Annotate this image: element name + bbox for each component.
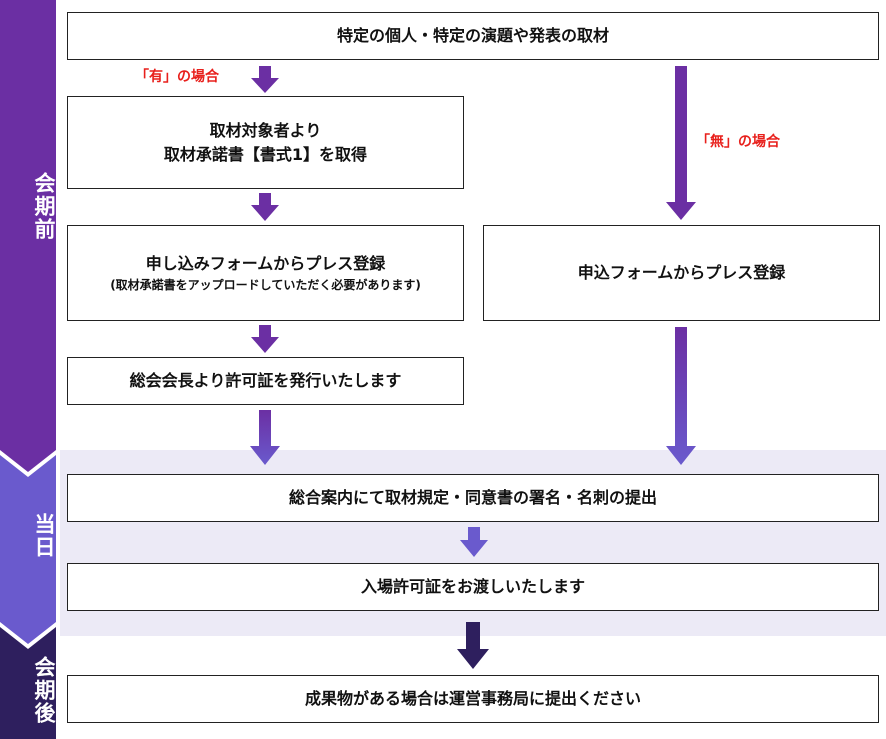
register-sub-text: (取材承諾書をアップロードしていただく必要があります)	[110, 278, 421, 292]
reception-box: 総合案内にて取材規定・同意書の署名・名刺の提出	[67, 474, 879, 522]
consent-box: 取材対象者より 取材承諾書【書式1】を取得	[67, 96, 464, 189]
arrow-top-to-consent	[251, 66, 279, 93]
register-main-text: 申し込みフォームからプレス登録	[145, 254, 386, 273]
arrow-top-to-right-register	[666, 66, 696, 220]
consent-line-1: 取材対象者より	[209, 120, 322, 140]
after-submission-box: 成果物がある場合は運営事務局に提出ください	[67, 675, 879, 723]
arrow-reception-to-admission	[460, 527, 488, 557]
phase-label-after: 会期後	[32, 656, 56, 725]
consent-line-2: 取材承諾書【書式1】を取得	[163, 144, 368, 164]
top-box: 特定の個人・特定の演題や発表の取材	[67, 12, 879, 60]
arrow-right-register-to-reception	[666, 327, 696, 465]
phase-after-shape	[0, 627, 56, 739]
condition-no-note: 「無」の場合	[696, 134, 780, 150]
register-with-consent-box: 申し込みフォームからプレス登録 (取材承諾書をアップロードしていただく必要があり…	[67, 225, 464, 321]
phase-bar	[0, 0, 56, 739]
phase-label-before: 会期前	[32, 172, 56, 241]
register-without-consent-box: 申込フォームからプレス登録	[483, 225, 880, 321]
arrow-admission-to-after	[457, 622, 489, 669]
admission-box: 入場許可証をお渡しいたします	[67, 563, 879, 611]
permit-box: 総会会長より許可証を発行いたします	[67, 357, 464, 405]
phase-day-shape	[0, 455, 56, 644]
phase-before-shape	[0, 0, 56, 472]
arrow-permit-to-reception	[250, 410, 280, 465]
phase-label-day: 当日	[32, 513, 56, 559]
arrow-consent-to-register	[251, 193, 279, 221]
condition-yes-note: 「有」の場合	[135, 69, 219, 85]
arrow-register-to-permit	[251, 325, 279, 353]
